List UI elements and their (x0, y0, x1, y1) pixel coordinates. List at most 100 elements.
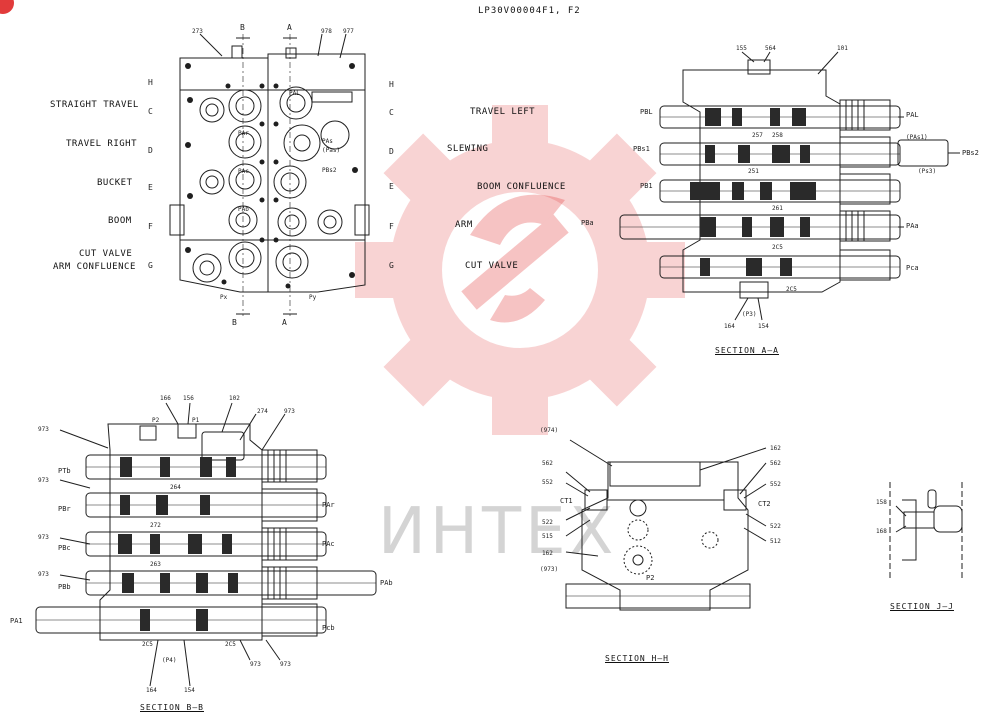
row-label-slewing: SLEWING (447, 144, 489, 154)
section-mark-right: C (389, 108, 394, 117)
section-a-port: PBs1 (633, 145, 650, 153)
port-label: PAc (238, 168, 249, 175)
section-h-inner: P2 (646, 574, 655, 582)
section-h-left-number: (974) (540, 427, 559, 434)
section-b-port: PTb (58, 467, 71, 475)
section-h-left-number: 562 (542, 460, 553, 467)
row-label-arm-confluence: ARM CONFLUENCE (53, 262, 136, 272)
section-a-port: (Ps3) (918, 168, 937, 175)
section-mark-label: A (287, 23, 292, 32)
row-label-cut-valve-right: CUT VALVE (465, 261, 519, 271)
section-b-port: P1 (192, 417, 200, 424)
section-h-right-number: 512 (770, 538, 781, 545)
section-a-port: PBa (581, 219, 594, 227)
top-part-number: 978 (321, 28, 332, 35)
section-h-right-number: CT2 (758, 500, 771, 508)
section-a-port: PAa (906, 222, 919, 230)
section-a-part-number: 564 (765, 45, 776, 52)
row-label-straight-travel: STRAIGHT TRAVEL (50, 100, 139, 110)
section-b-port: PBb (58, 583, 71, 591)
section-b-part-number: 973 (284, 408, 295, 415)
section-mark-label: B (240, 23, 245, 32)
section-a-part-number: 101 (837, 45, 848, 52)
section-mark-label: B (232, 318, 237, 327)
port-label: (Pas) (322, 147, 341, 154)
row-label-travel-right: TRAVEL RIGHT (66, 139, 138, 149)
port-label: PAs (322, 138, 333, 145)
section-h-right-number: 552 (770, 481, 781, 488)
row-label-bucket: BUCKET (97, 178, 133, 188)
section-a-port: PBL (640, 108, 653, 116)
section-b-bottom-number: 973 (250, 661, 261, 668)
section-a-title: SECTION A—A (715, 346, 779, 355)
watermark-brand-text: ИНТЕХ (378, 495, 618, 569)
port-label: PAb (238, 206, 249, 213)
section-h-left-number: CT1 (560, 497, 573, 505)
section-b-part-number: 102 (229, 395, 240, 402)
section-a-bottom-label: 164 (724, 323, 735, 330)
section-a-bottom-label: 154 (758, 323, 769, 330)
section-j-title: SECTION J—J (890, 602, 954, 611)
top-part-number: 977 (343, 28, 354, 35)
section-b-part-number: 166 (160, 395, 171, 402)
section-mark-left: C (148, 107, 153, 116)
port-label: Py (309, 294, 317, 301)
section-b-left-number: 973 (38, 477, 49, 484)
section-b-bottom-center: 164 (146, 687, 157, 694)
section-a-part-number: 155 (736, 45, 747, 52)
section-a-bottom-label: (P3) (742, 311, 757, 318)
drawing-number: LP30V00004F1, F2 (478, 6, 581, 16)
section-a-inner-number: 2C5 (786, 286, 797, 293)
section-mark-right: D (389, 147, 394, 156)
section-h-right-number: 162 (770, 445, 781, 452)
section-b-port: PAc (322, 540, 335, 548)
top-part-number: 273 (192, 28, 203, 35)
section-a-port: PAL (906, 111, 919, 119)
section-mark-right: F (389, 222, 394, 231)
section-mark-left: G (148, 261, 153, 270)
section-mark-left: D (148, 146, 153, 155)
section-a-inner-number: 2C5 (772, 244, 783, 251)
section-h-right-number: 562 (770, 460, 781, 467)
row-label-cut-valve: CUT VALVE (79, 249, 133, 259)
section-h-title: SECTION H—H (605, 654, 669, 663)
section-b-left-number: 973 (38, 571, 49, 578)
section-j-number: 158 (876, 499, 887, 506)
section-a-port: Pca (906, 264, 919, 272)
section-b-title: SECTION B—B (140, 703, 204, 712)
section-b-bottom-center: 154 (184, 687, 195, 694)
row-label-arm: ARM (455, 220, 473, 230)
section-mark-left: H (148, 78, 153, 87)
section-mark-right: G (389, 261, 394, 270)
section-b-inner-number: 272 (150, 522, 161, 529)
section-a-inner-number: 258 (772, 132, 783, 139)
section-b-port: P2 (152, 417, 160, 424)
section-h-left-number: (973) (540, 566, 559, 573)
section-j-number: 168 (876, 528, 887, 535)
section-b-bottom-number: 2C5 (142, 641, 153, 648)
section-a-inner-number: 251 (748, 168, 759, 175)
section-b-port: PAr (322, 501, 335, 509)
section-h-right-number: 522 (770, 523, 781, 530)
section-a-inner-number: 261 (772, 205, 783, 212)
section-h-left-number: 522 (542, 519, 553, 526)
section-b-port: PBc (58, 544, 71, 552)
section-b-inner-number: 263 (150, 561, 161, 568)
section-mark-right: H (389, 80, 394, 89)
section-b-bottom-center: (P4) (162, 657, 177, 664)
section-b-port: PBr (58, 505, 71, 513)
port-label: PAr (238, 130, 249, 137)
section-mark-right: E (389, 182, 394, 191)
section-b-part-number: 156 (183, 395, 194, 402)
section-b-left-number: 973 (38, 426, 49, 433)
section-h-left-number: 515 (542, 533, 553, 540)
section-b-port: Pcb (322, 624, 335, 632)
section-mark-label: A (282, 318, 287, 327)
